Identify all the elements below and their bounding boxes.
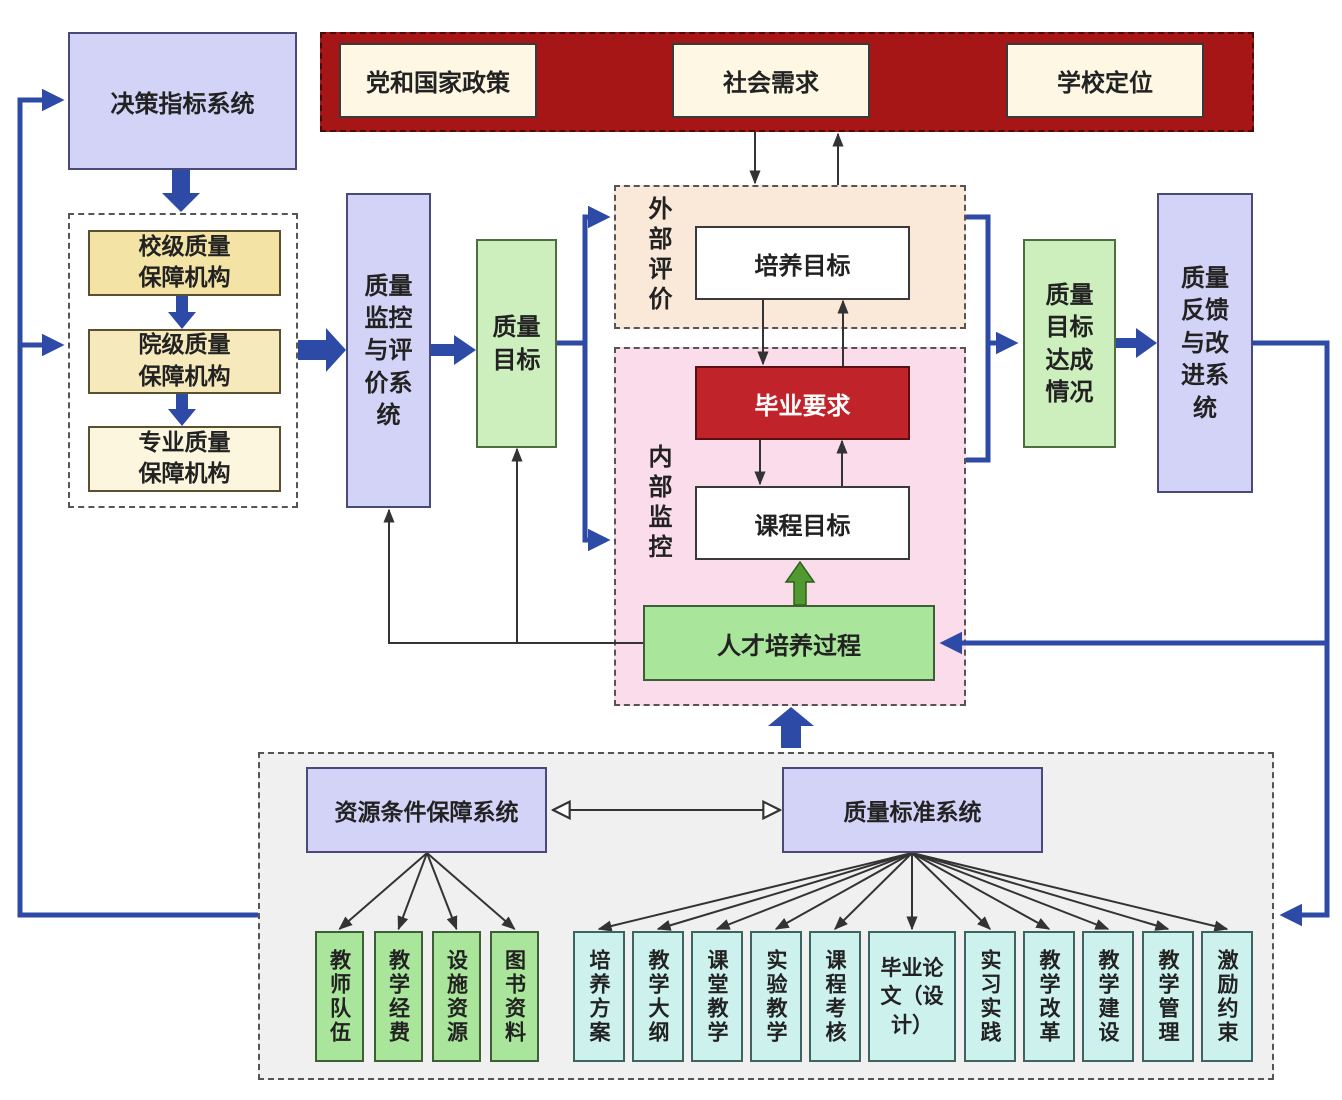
standard-item: 教学改革 (1023, 931, 1075, 1062)
standard-fan-line (911, 852, 1170, 931)
standard-item: 实习实践 (964, 931, 1016, 1062)
orgs-to-monitor-arrow (298, 328, 346, 372)
standard-item: 培养方案 (573, 931, 625, 1062)
internal-to-achievement-line (966, 343, 991, 463)
college-org-box: 院级质量保障机构 (88, 329, 281, 394)
resource-item: 教学经费 (374, 931, 423, 1062)
achievement-to-feedback-arrow (1116, 328, 1157, 358)
standard-item: 课程考核 (809, 931, 861, 1062)
training-process-box: 人才培养过程 (643, 605, 935, 681)
training-goal-box: 培养目标 (695, 226, 910, 300)
quality-goal-box: 质量目标 (476, 239, 557, 448)
external-evaluation-label: 外部评价 (644, 196, 672, 316)
process-to-monitor-line (383, 508, 643, 644)
standard-item: 课堂教学 (691, 931, 743, 1062)
decision-system-box: 决策指标系统 (68, 32, 297, 170)
resource-fan-line (397, 852, 428, 931)
feedback-right-line (1253, 340, 1330, 927)
resource-fan-line (426, 852, 516, 930)
standard-item: 教学管理 (1142, 931, 1194, 1062)
monitor-system-box: 质量监控与评价系统 (346, 193, 431, 508)
monitor-to-goal-arrow (431, 335, 476, 365)
standard-fan-line (911, 852, 1051, 930)
standard-fan-line (911, 852, 1229, 932)
resource-fan-line (338, 852, 428, 930)
standard-fan-line (597, 852, 913, 932)
major-org-box: 专业质量保障机构 (88, 426, 281, 492)
standard-item: 毕业论文（设计） (868, 931, 956, 1062)
external-to-achievement-line (966, 214, 1019, 355)
course-goal-box: 课程目标 (695, 486, 910, 560)
process-to-course-arrow (784, 560, 816, 606)
policy-box: 党和国家政策 (339, 43, 537, 118)
resource-item: 教师队伍 (315, 931, 364, 1062)
goal-to-external-line (557, 205, 611, 346)
internal-monitoring-label: 内部监控 (644, 444, 672, 564)
standard-fan-line (911, 852, 992, 930)
graduation-requirement-box: 毕业要求 (695, 366, 910, 440)
standard-fan-line (774, 852, 913, 930)
standard-item: 实验教学 (750, 931, 802, 1062)
org2-to-org3-arrow (168, 393, 196, 426)
standard-item: 激励约束 (1201, 931, 1253, 1062)
school-position-box: 学校定位 (1006, 43, 1204, 118)
society-box: 社会需求 (672, 43, 870, 118)
feedback-system-box: 质量反馈与改进系统 (1157, 193, 1253, 493)
resource-item: 设施资源 (432, 931, 481, 1062)
standard-item: 教学建设 (1082, 931, 1134, 1062)
school-org-box: 校级质量保障机构 (88, 230, 281, 296)
resource-to-internal-arrow (768, 707, 814, 748)
resource-fan-line (426, 852, 458, 931)
standard-item: 教学大纲 (632, 931, 684, 1062)
decision-to-orgs-arrow (162, 170, 200, 212)
standard-system-box: 质量标准系统 (782, 767, 1043, 853)
org1-to-org2-arrow (168, 296, 196, 329)
resource-item: 图书资料 (490, 931, 539, 1062)
resource-system-box: 资源条件保障系统 (306, 767, 547, 853)
standard-fan-line (656, 852, 913, 931)
left-feedback-line (17, 88, 258, 918)
goal-to-internal-line (582, 343, 611, 552)
standard-fan-line (715, 852, 913, 930)
standard-fan-line (911, 852, 1110, 930)
goal-achievement-box: 质量目标达成情况 (1023, 239, 1116, 448)
standard-fan-line (834, 852, 913, 930)
